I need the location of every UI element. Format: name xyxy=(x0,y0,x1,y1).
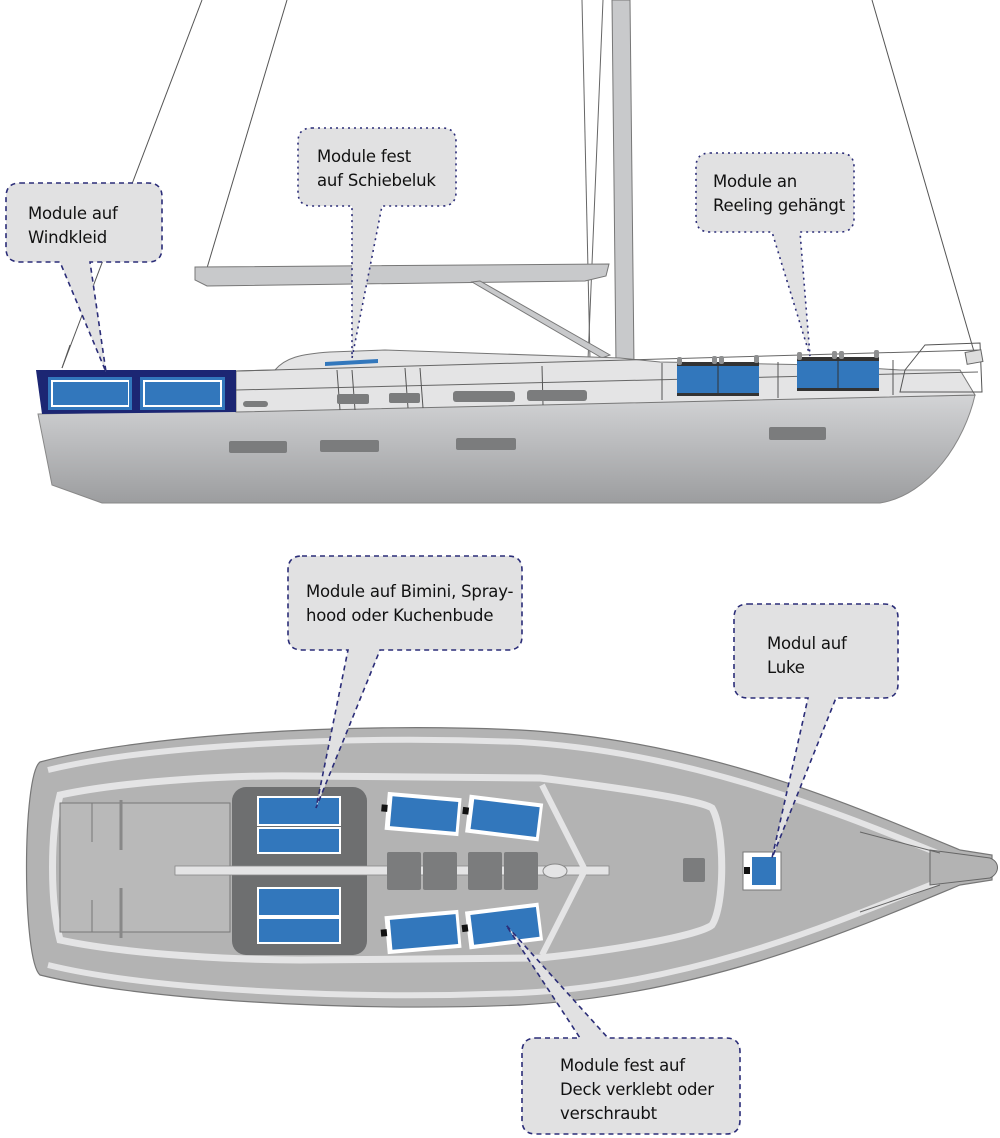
mast xyxy=(611,0,635,366)
callout-bimini-text: Module auf Bimini, Spray- hood oder Kuch… xyxy=(306,582,514,625)
reeling-modules-aft xyxy=(677,355,759,396)
shrouds xyxy=(539,783,589,957)
windkleid-panel xyxy=(36,370,236,414)
reeling-modules-fwd xyxy=(797,350,879,391)
bow-rail-top xyxy=(859,831,941,854)
side-view xyxy=(36,0,984,504)
callout-bimini xyxy=(287,555,523,809)
boom-vang xyxy=(470,280,612,359)
shroud-line-2 xyxy=(587,0,604,361)
deck-modules xyxy=(380,791,544,955)
bow-rail-bottom xyxy=(859,884,941,913)
mast-base xyxy=(542,863,568,879)
callout-schiebeluk-text: Module fest auf Schiebeluk xyxy=(317,147,436,190)
callout-luke-text: Modul auf Luke xyxy=(767,634,847,677)
deck-hatches xyxy=(387,852,705,890)
top-view xyxy=(25,727,998,1008)
hatch-module xyxy=(742,851,782,891)
callout-shapes xyxy=(5,127,899,1135)
portholes xyxy=(229,390,826,453)
callout-luke xyxy=(733,603,899,859)
callout-schiebeluk xyxy=(297,127,457,359)
callout-deck-text: Module fest auf Deck verklebt oder versc… xyxy=(560,1056,714,1123)
bimini-modules xyxy=(257,796,341,944)
schiebeluk-module xyxy=(325,359,378,366)
callout-windkleid xyxy=(5,182,163,373)
bow-pulpit xyxy=(899,342,983,393)
callout-reeling xyxy=(695,152,855,357)
cockpit-well xyxy=(59,802,231,933)
callout-windkleid-text: Module auf Windkleid xyxy=(28,204,118,247)
boom xyxy=(194,263,610,287)
bow-tip xyxy=(929,849,998,886)
lifeline-upper xyxy=(235,349,981,372)
backstay-end xyxy=(61,344,71,369)
shroud-line xyxy=(581,0,591,361)
callout-reeling-text: Module an Reeling gehängt xyxy=(713,172,845,215)
leech-line xyxy=(206,0,288,269)
callout-deck xyxy=(505,924,741,1135)
forestay-line xyxy=(871,0,976,356)
navigation-light xyxy=(964,349,984,365)
